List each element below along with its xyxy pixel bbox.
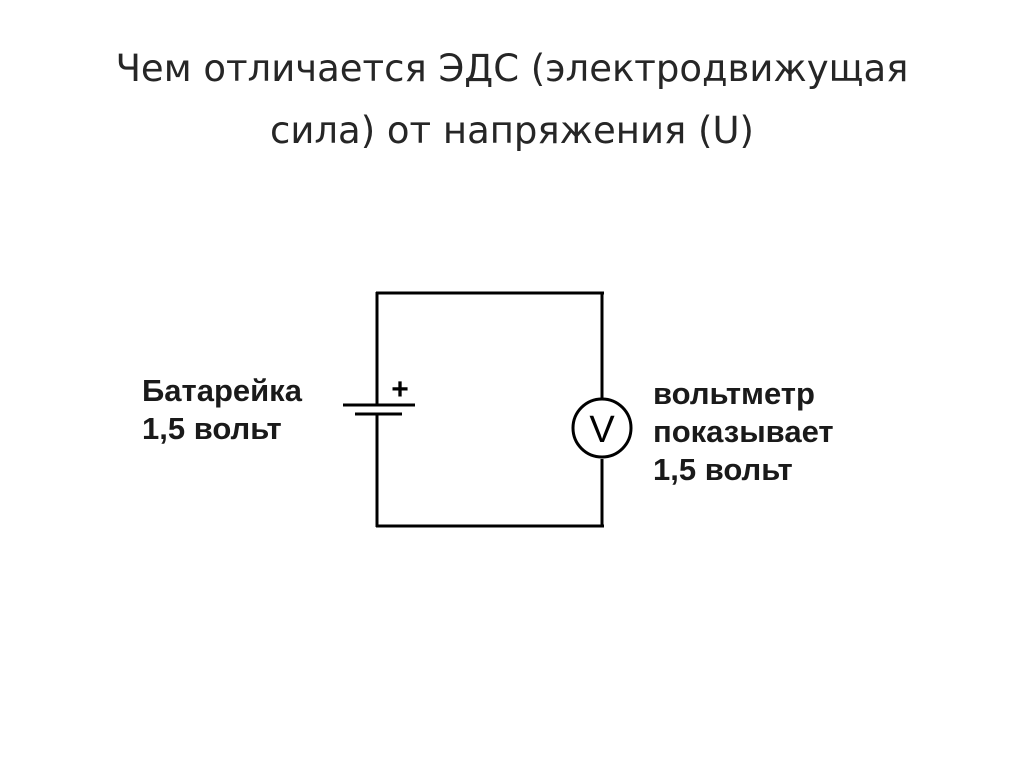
battery-label: Батарейка 1,5 вольт <box>142 372 302 448</box>
voltmeter-label-line-2: показывает <box>653 414 834 449</box>
battery-label-name: Батарейка <box>142 373 302 408</box>
voltmeter-letter: V <box>589 409 615 451</box>
circuit-wires <box>375 291 604 528</box>
slide-title-line-1: Чем отличается ЭДС (электродвижущая <box>115 47 909 90</box>
slide-title: Чем отличается ЭДС (электродвижущая сила… <box>0 38 1024 162</box>
battery-label-voltage: 1,5 вольт <box>142 411 282 446</box>
slide-title-line-2: сила) от напряжения (U) <box>270 109 754 152</box>
voltmeter-label: вольтметр показывает 1,5 вольт <box>653 375 834 489</box>
voltmeter-label-line-1: вольтметр <box>653 376 815 411</box>
voltmeter-circle <box>571 397 633 459</box>
voltmeter-label-line-3: 1,5 вольт <box>653 452 793 487</box>
voltmeter-symbol: V <box>571 397 633 459</box>
battery-plus-sign: + <box>391 373 409 406</box>
battery-symbol <box>343 403 415 416</box>
